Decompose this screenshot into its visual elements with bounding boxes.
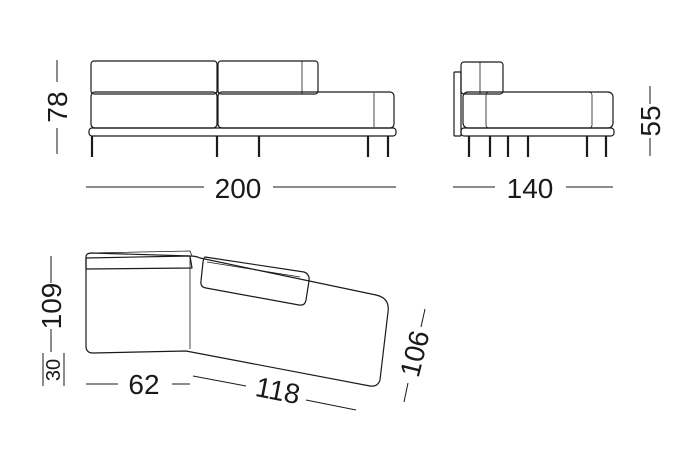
front-seat-cushion-right <box>217 91 395 129</box>
side-seat-inner <box>485 91 593 129</box>
plan-view: 109 30 62 118 106 <box>36 250 435 411</box>
plan-depth-label: 109 <box>36 283 67 330</box>
front-back-cushion-left <box>90 60 218 95</box>
side-back-panel <box>453 71 462 137</box>
front-view: 78 200 <box>42 60 397 204</box>
front-seat-cushion-left <box>90 91 218 129</box>
side-view: 55 140 <box>453 61 666 204</box>
plan-back-top-left <box>89 250 193 257</box>
side-seat-cushion <box>462 91 614 129</box>
plan-arm-label: 30 <box>43 359 65 381</box>
plan-front-angled-dim-line <box>192 375 247 387</box>
plan-front-angled-label: 118 <box>253 371 303 410</box>
plan-front-left-label: 62 <box>128 369 159 400</box>
plan-back-cushion-seam <box>206 261 301 278</box>
side-height-label: 55 <box>635 105 666 136</box>
front-height-label: 78 <box>42 91 73 122</box>
plan-back-cushion-right <box>200 256 310 306</box>
plan-end-dim-line <box>420 308 426 328</box>
front-base-frame <box>88 127 397 137</box>
plan-front-angled-dim-line <box>305 399 357 411</box>
plan-end-dim-line <box>403 382 409 403</box>
side-base-frame <box>460 127 615 137</box>
front-width-label: 200 <box>215 173 262 204</box>
front-back-cushion-right <box>217 60 319 95</box>
side-backrest <box>460 61 504 95</box>
plan-end-label: 106 <box>394 327 435 380</box>
plan-back-cushion-left <box>85 255 193 270</box>
side-depth-label: 140 <box>507 173 554 204</box>
plan-outline <box>85 252 389 387</box>
